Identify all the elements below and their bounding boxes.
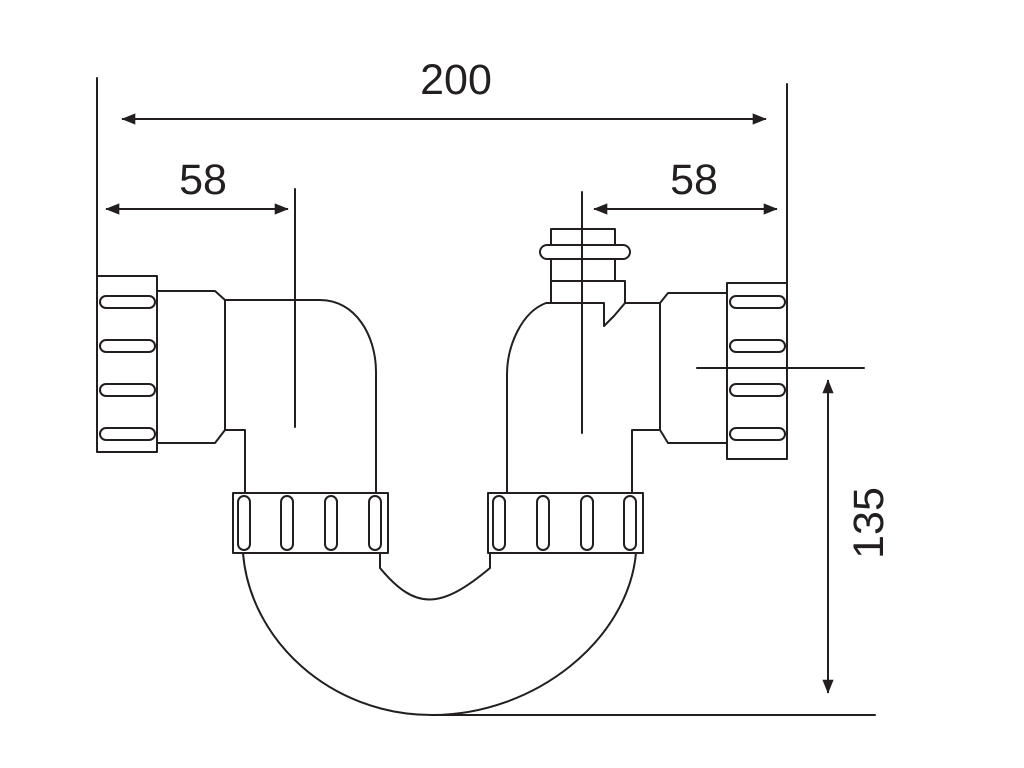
- extension-lines: [96, 77, 876, 716]
- center-lines: [294, 188, 865, 434]
- dimension-overall-width: 200: [121, 56, 767, 125]
- dimension-label-height: 135: [845, 487, 893, 559]
- right-compression-nut: [726, 282, 788, 460]
- left-elbow: [224, 299, 377, 499]
- dimension-label-overall-width: 200: [420, 56, 492, 104]
- u-bend: [242, 552, 637, 716]
- dimension-left-offset: 58: [105, 156, 289, 215]
- left-union-nut: [232, 492, 389, 554]
- left-sleeve: [156, 290, 226, 444]
- dimension-height: 135: [822, 379, 893, 694]
- dimension-label-right-offset: 58: [670, 156, 718, 204]
- right-union-nut: [487, 492, 644, 554]
- dimension-label-left-offset: 58: [179, 156, 227, 204]
- left-compression-nut: [96, 275, 158, 453]
- right-elbow: [506, 302, 661, 499]
- dimension-right-offset: 58: [593, 156, 778, 215]
